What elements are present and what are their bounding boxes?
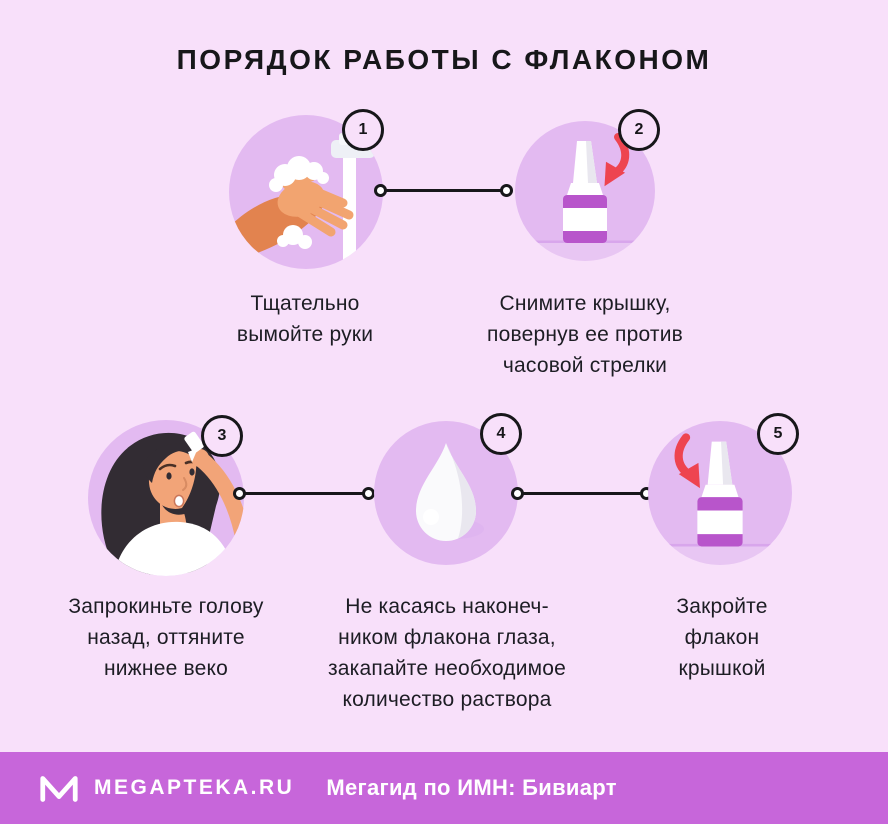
connector-line: [522, 492, 642, 495]
step-2-number: 2: [634, 121, 644, 138]
connector-step3-step4: [233, 487, 375, 500]
connector-endpoint-icon: [500, 184, 513, 197]
step-4-label: Не касаясь наконеч- ником флакона глаза,…: [327, 595, 567, 711]
step-2-number-badge: 2: [618, 109, 660, 151]
connector-endpoint-icon: [362, 487, 375, 500]
step-2-label: Снимите крышку, повернув ее против часов…: [487, 292, 683, 377]
step-1-label: Тщательно вымойте руки: [236, 292, 374, 346]
step-4-number: 4: [496, 425, 506, 442]
step-5-number: 5: [773, 425, 783, 442]
footer-tagline: Мегагид по ИМН: Бивиарт: [326, 775, 617, 800]
step-3-illustration-circle: [88, 420, 244, 576]
step-3-label: Запрокиньте голову назад, оттяните нижне…: [68, 595, 264, 680]
step-1-number: 1: [358, 121, 368, 138]
megapteka-logo-icon: [40, 776, 78, 802]
connector-line: [244, 492, 364, 495]
step-3-number-badge: 3: [201, 415, 243, 457]
brand-name: MEGAPTEKA.RU: [94, 776, 295, 799]
connector-step4-step5: [511, 487, 653, 500]
connector-step1-step2: [374, 184, 513, 197]
connector-line: [385, 189, 502, 192]
step-1-number-badge: 1: [342, 109, 384, 151]
step-2-illustration-circle: [515, 121, 655, 261]
footer-bar: MEGAPTEKA.RU Мегагид по ИМН: Бивиарт: [0, 752, 888, 824]
page-title: ПОРЯДОК РАБОТЫ С ФЛАКОНОМ: [176, 44, 712, 75]
step-4-number-badge: 4: [480, 413, 522, 455]
step-5-number-badge: 5: [757, 413, 799, 455]
step-5-label: Закройте флакон крышкой: [676, 595, 768, 680]
washing-hands-illustration: [229, 133, 375, 269]
solution-drop-illustration: [416, 443, 484, 541]
step-3-number: 3: [217, 427, 227, 444]
